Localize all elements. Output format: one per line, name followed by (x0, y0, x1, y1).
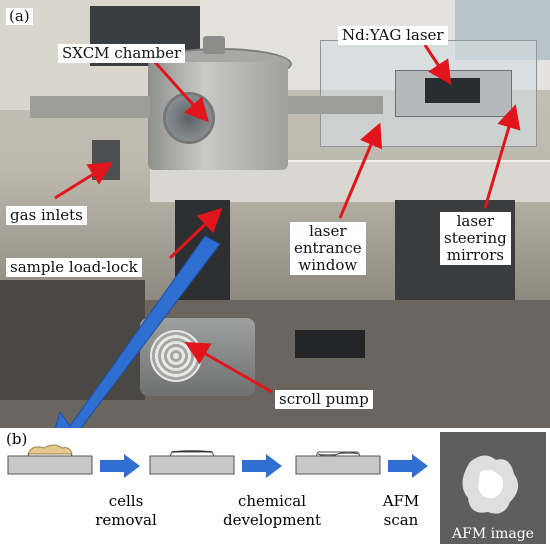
step-chemical-development: chemical development (222, 492, 322, 529)
bench (0, 280, 145, 400)
process-arrow-3 (388, 454, 428, 478)
process-diagram (7, 444, 428, 478)
chamber-top-knob (203, 36, 225, 54)
afm-image: AFM image (440, 432, 546, 544)
arrow-laser-steering-mirrors (483, 104, 521, 209)
laser-steering-mirrors-label: laser steering mirrors (440, 212, 511, 265)
process-arrow-1 (100, 454, 140, 478)
afm-image-label: AFM image (452, 526, 534, 542)
arrow-laser-entrance-window (338, 122, 383, 219)
substrate-developed (295, 451, 381, 475)
afm-cell-topography (462, 455, 519, 514)
sxcm-chamber-label: SXCM chamber (58, 44, 186, 63)
process-arrow-2 (242, 454, 282, 478)
side-port (288, 96, 383, 114)
process-arrow-large (54, 235, 221, 428)
panel-b: (b) cells removal (0, 428, 550, 548)
step-afm-scan: AFM scan (382, 492, 420, 529)
arrow-scroll-pump (184, 342, 273, 394)
annotation-arrows (54, 44, 521, 428)
nd-yag-laser-label: Nd:YAG laser (338, 26, 448, 45)
substrate-with-cells (7, 444, 93, 475)
laser-entrance-window-label: laser entrance window (290, 222, 366, 275)
arrow-nd-yag-laser (423, 44, 452, 86)
arrow-sxcm-chamber (153, 61, 209, 123)
scroll-pump-label: scroll pump (275, 390, 373, 409)
panel-b-label: (b) (6, 430, 28, 448)
substrate-exposed (149, 450, 235, 475)
panel-a-label: (a) (6, 8, 33, 25)
sample-load-lock-label: sample load-lock (6, 258, 142, 277)
side-port (30, 96, 150, 118)
control-box (295, 330, 365, 358)
step-cells-removal: cells removal (95, 492, 157, 529)
arrow-sample-load-lock (168, 207, 223, 260)
arrow-gas-inlets (54, 161, 114, 200)
gas-inlets-label: gas inlets (6, 206, 87, 225)
lab-photo: (a) SXCM chamber Nd:YAG laser gas inlets… (0, 0, 550, 428)
